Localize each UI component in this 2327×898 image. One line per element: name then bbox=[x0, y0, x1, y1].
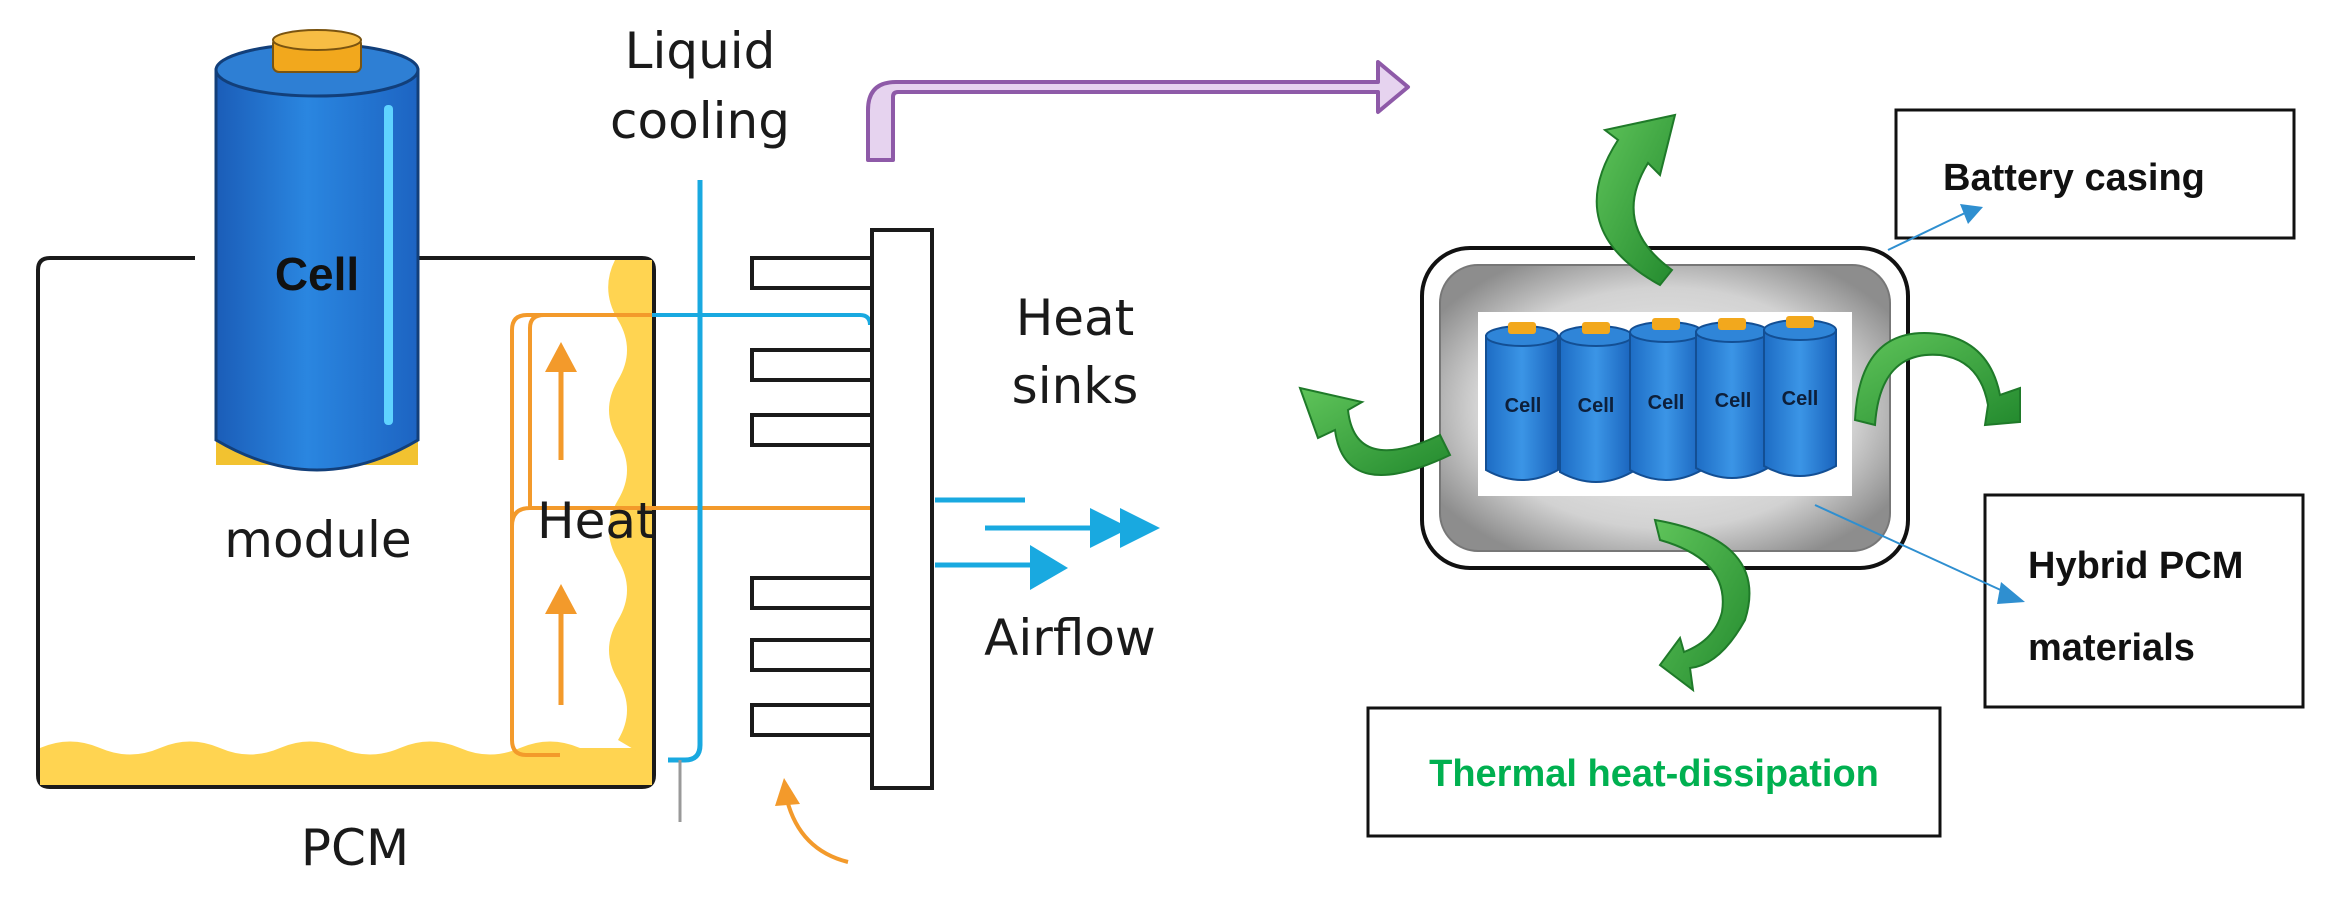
thermal-dissipation-label-box bbox=[1366, 706, 1942, 838]
pack-cell-label-5: Cell bbox=[1782, 388, 1819, 410]
heat-sinks-label-line1: Heat bbox=[1016, 289, 1135, 347]
cell-row: Cell Cell Cell Cell Cell bbox=[1485, 316, 1837, 483]
hybrid-pcm-label-line2: materials bbox=[2028, 627, 2195, 669]
hybrid-pcm-pointer bbox=[1814, 504, 2025, 604]
pcm-label: PCM bbox=[301, 819, 409, 877]
curved-arrow-icon-right bbox=[1853, 332, 2021, 427]
left-thermal-management-diagram: Cell module Heat Liquid cooling bbox=[36, 22, 1160, 877]
curved-arrow-icon-bottom bbox=[1653, 518, 1751, 693]
airflow-arrows bbox=[935, 497, 1160, 590]
module-container bbox=[36, 256, 656, 789]
heat-up-arrow-bottom bbox=[545, 584, 577, 705]
pack-cell-3 bbox=[1629, 318, 1703, 481]
hybrid-pcm-label-line1: Hybrid PCM bbox=[2028, 545, 2243, 587]
pack-cell-label-4: Cell bbox=[1715, 390, 1752, 412]
battery-casing-label: Battery casing bbox=[1943, 157, 2205, 199]
curved-arrow-icon-left bbox=[1298, 386, 1452, 476]
pack-cell-1 bbox=[1485, 322, 1559, 481]
liquid-cooling-pipe bbox=[668, 180, 703, 763]
cell-cylinder bbox=[214, 29, 420, 472]
cell-label: Cell bbox=[275, 248, 359, 300]
pack-cell-label-2: Cell bbox=[1578, 395, 1615, 417]
curved-arrow-icon-top bbox=[1595, 113, 1677, 287]
heat-sinks-label-line2: sinks bbox=[1012, 357, 1139, 415]
heat-label: Heat bbox=[537, 492, 656, 550]
battery-casing-pointer bbox=[1887, 204, 1983, 251]
incoming-air-arrow bbox=[775, 778, 849, 864]
heat-up-arrow-top bbox=[545, 342, 577, 460]
pack-cell-5 bbox=[1763, 316, 1837, 477]
pack-cell-label-3: Cell bbox=[1648, 392, 1685, 414]
thermal-dissipation-label: Thermal heat-dissipation bbox=[1429, 753, 1879, 795]
pack-cell-label-1: Cell bbox=[1505, 395, 1542, 417]
battery-casing-label-box bbox=[1894, 108, 2296, 240]
airflow-label: Airflow bbox=[984, 609, 1156, 667]
liquid-cooling-label-line1: Liquid bbox=[625, 22, 776, 80]
liquid-cooling-label-line2: cooling bbox=[610, 92, 790, 150]
bent-arrow-right-icon bbox=[866, 60, 1410, 162]
pcm-bottom-layer bbox=[40, 741, 652, 785]
hybrid-pcm-label-box bbox=[1983, 493, 2305, 709]
right-battery-pack-diagram: Cell Cell Cell Cell Cell Battery casing … bbox=[1298, 108, 2305, 838]
heat-sink bbox=[750, 228, 934, 790]
module-label: module bbox=[224, 511, 411, 569]
